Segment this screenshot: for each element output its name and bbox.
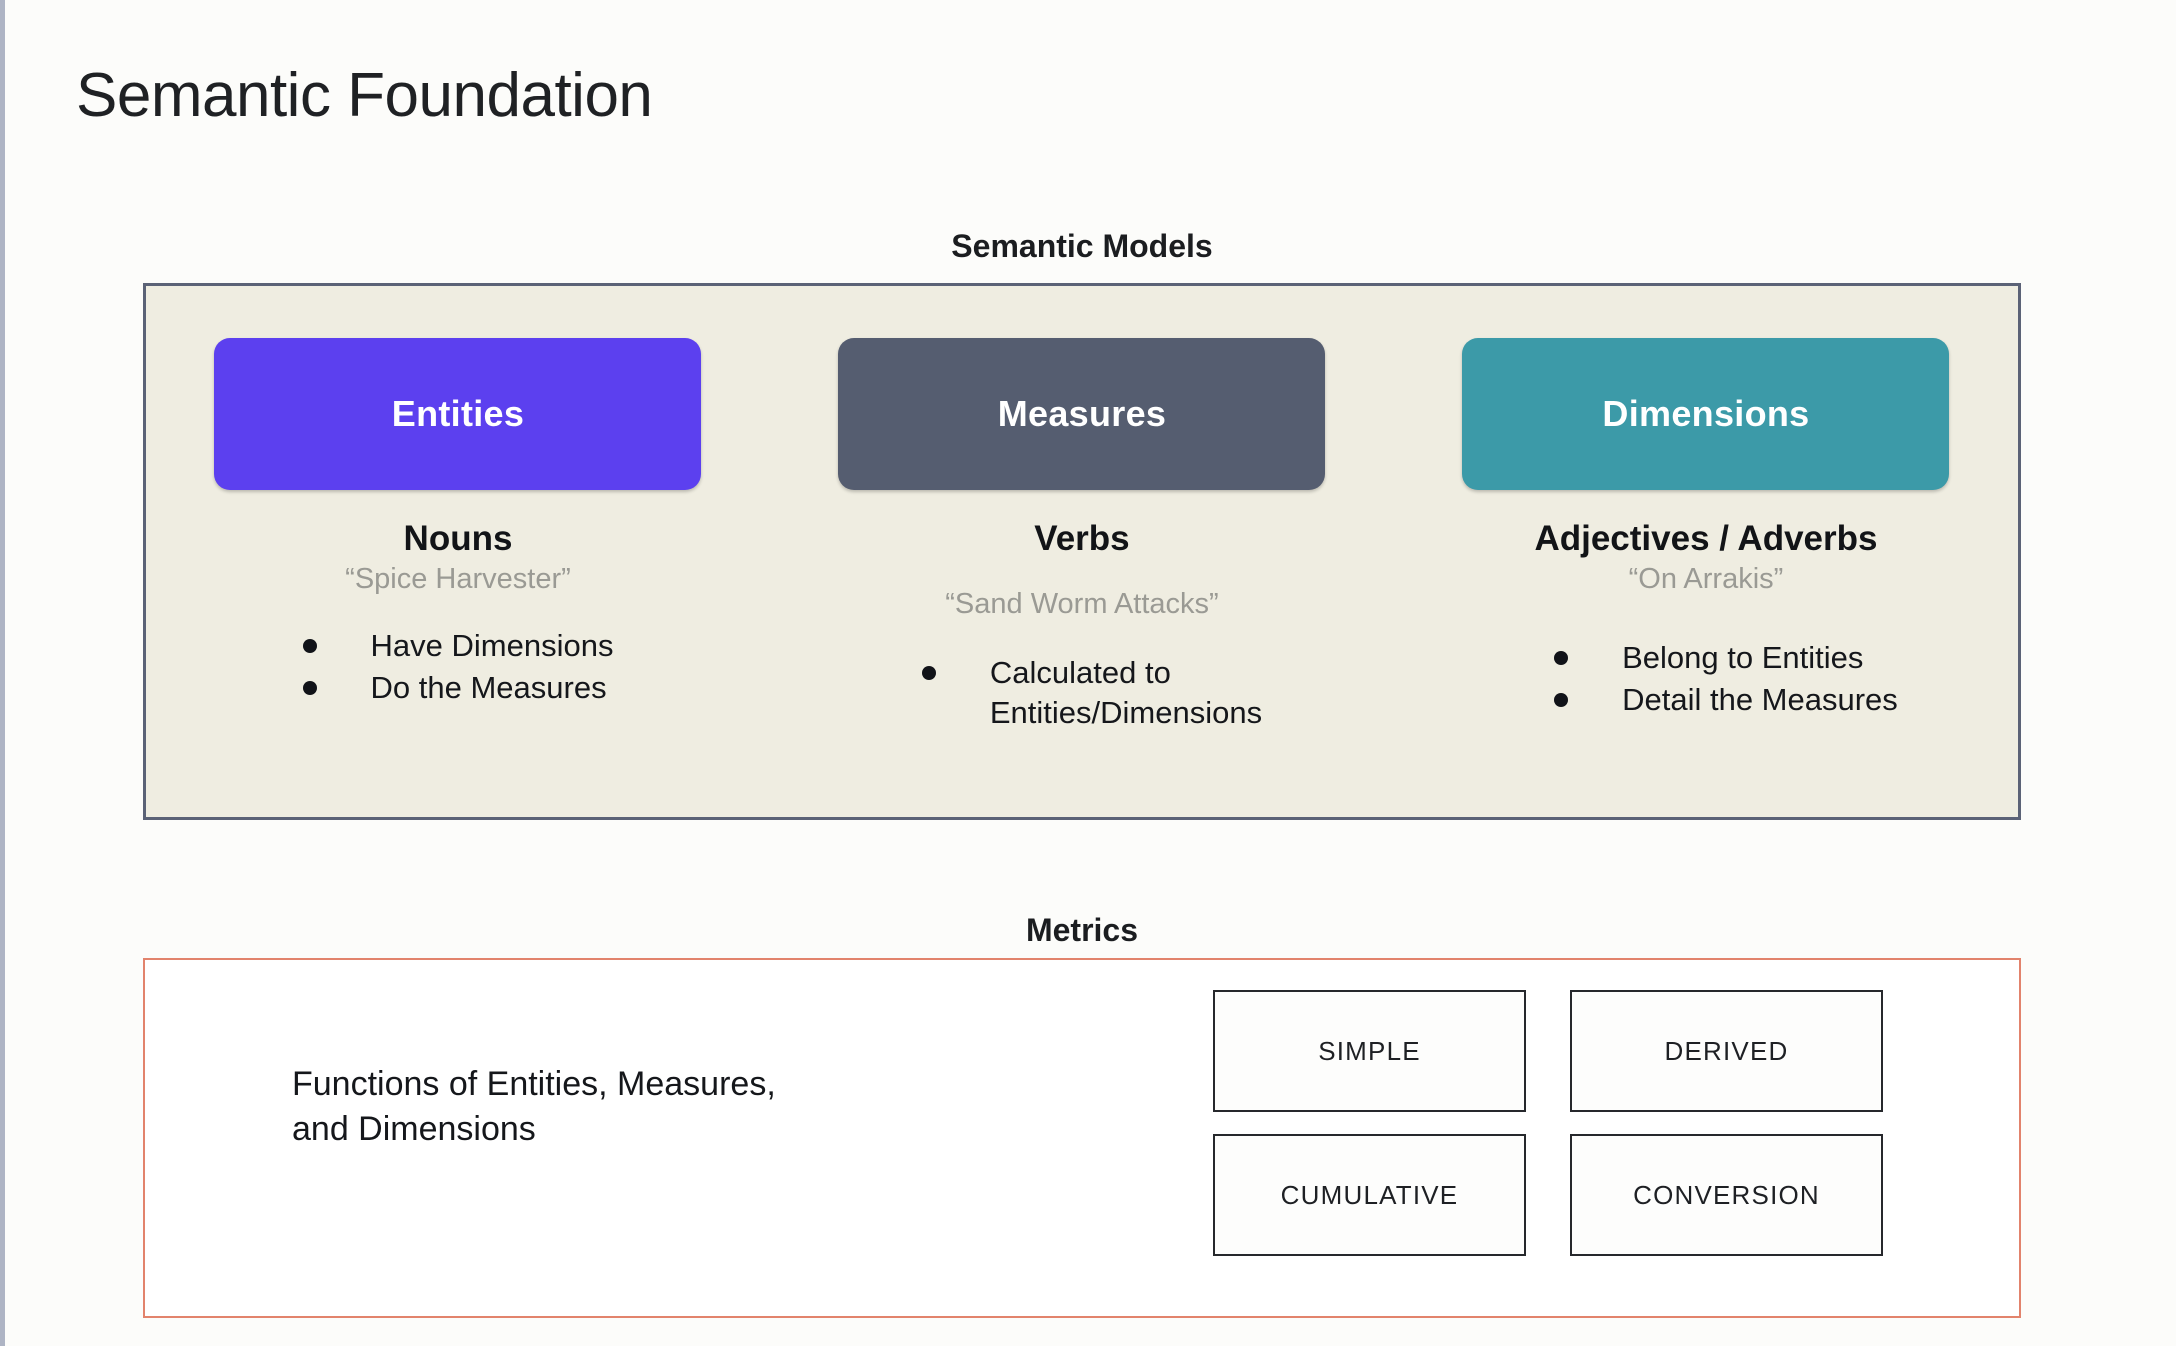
bullet-dot-icon xyxy=(302,680,317,695)
dimensions-chip[interactable]: Dimensions xyxy=(1462,338,1950,490)
list-item: Do the Measures xyxy=(302,668,614,708)
list-item: Have Dimensions xyxy=(302,626,614,666)
list-item-label: Have Dimensions xyxy=(370,628,614,663)
metric-type-conversion[interactable]: CONVERSION xyxy=(1570,1134,1883,1256)
metric-type-simple[interactable]: SIMPLE xyxy=(1213,990,1526,1112)
metrics-panel: Functions of Entities, Measures, and Dim… xyxy=(143,958,2021,1318)
metrics-heading: Metrics xyxy=(1025,912,1139,948)
entities-example: “Spice Harvester” xyxy=(345,563,571,595)
metrics-type-grid: SIMPLE DERIVED CUMULATIVE CONVERSION xyxy=(1213,990,1883,1256)
semantic-column-entities: Entities Nouns “Spice Harvester” Have Di… xyxy=(146,286,770,817)
metric-type-cumulative[interactable]: CUMULATIVE xyxy=(1213,1134,1526,1256)
entities-chip[interactable]: Entities xyxy=(214,338,702,490)
bullet-dot-icon xyxy=(302,639,317,653)
dimensions-part-of-speech: Adjectives / Adverbs xyxy=(1534,519,1878,558)
list-item: Calculated to Entities/Dimensions xyxy=(921,653,1263,732)
semantic-models-panel: Entities Nouns “Spice Harvester” Have Di… xyxy=(143,283,2021,820)
semantic-column-measures: Measures Verbs “Sand Worm Attacks” Calcu… xyxy=(770,286,1394,817)
bullet-dot-icon xyxy=(1554,651,1569,665)
dimensions-example: “On Arrakis” xyxy=(1628,563,1784,595)
measures-example: “Sand Worm Attacks” xyxy=(945,588,1219,620)
measures-bullet-list: Calculated to Entities/Dimensions xyxy=(921,653,1263,734)
semantic-models-columns: Entities Nouns “Spice Harvester” Have Di… xyxy=(146,286,2018,817)
entities-part-of-speech: Nouns xyxy=(403,519,513,558)
entities-bullet-list: Have Dimensions Do the Measures xyxy=(302,626,614,709)
page-title: Semantic Foundation xyxy=(76,61,653,130)
list-item-label: Belong to Entities xyxy=(1622,640,1864,675)
list-item: Detail the Measures xyxy=(1554,680,1898,720)
metric-type-derived[interactable]: DERIVED xyxy=(1570,990,1883,1112)
list-item-label: Do the Measures xyxy=(370,669,607,705)
list-item-label: Detail the Measures xyxy=(1622,681,1898,717)
semantic-column-dimensions: Dimensions Adjectives / Adverbs “On Arra… xyxy=(1394,286,2018,817)
dimensions-bullet-list: Belong to Entities Detail the Measures xyxy=(1554,638,1898,721)
bullet-dot-icon xyxy=(921,666,936,680)
measures-chip[interactable]: Measures xyxy=(838,338,1326,490)
bullet-dot-icon xyxy=(1554,692,1569,707)
measures-part-of-speech: Verbs xyxy=(1034,519,1130,558)
list-item: Belong to Entities xyxy=(1554,638,1898,678)
semantic-models-heading: Semantic Models xyxy=(951,228,1213,264)
left-edge-strip xyxy=(0,0,5,1346)
metrics-description: Functions of Entities, Measures, and Dim… xyxy=(292,1065,776,1149)
list-item-label: Calculated to Entities/Dimensions xyxy=(989,655,1263,730)
